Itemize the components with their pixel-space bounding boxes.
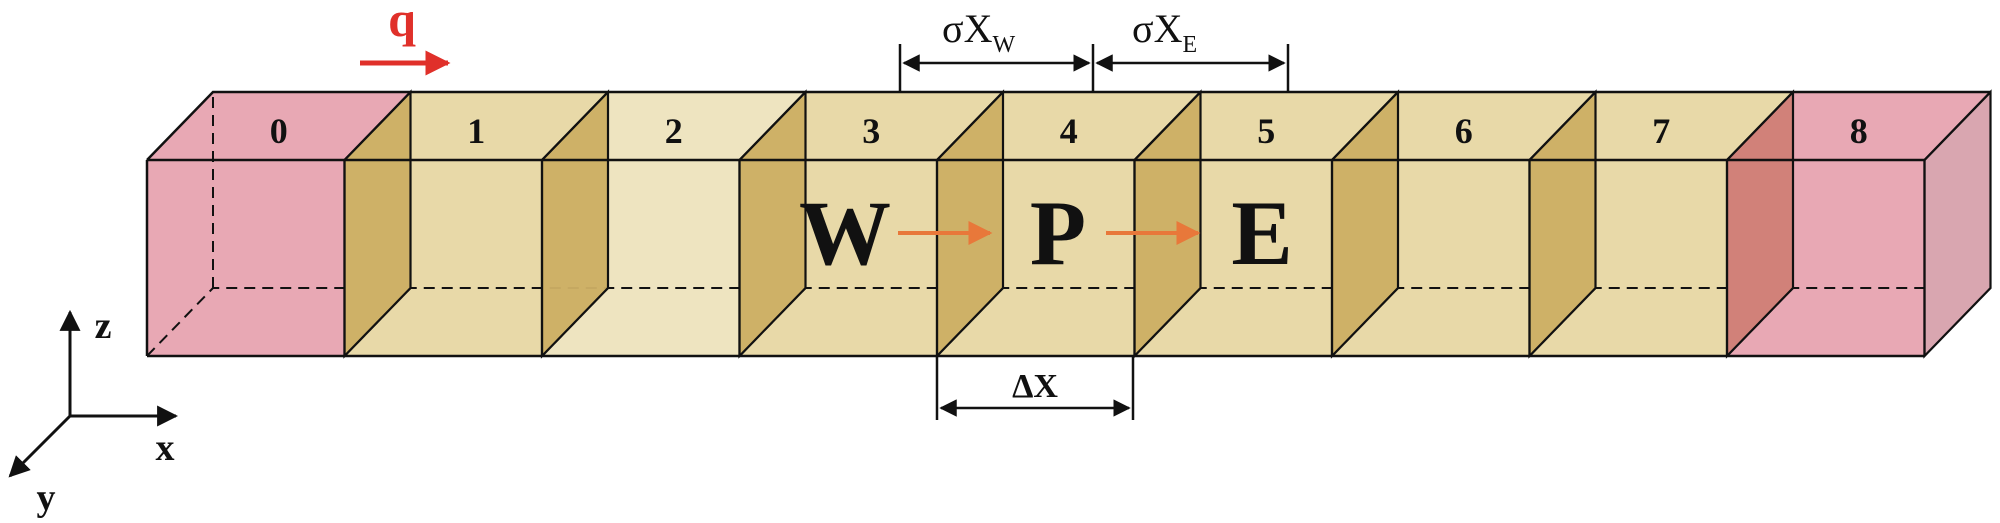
- outer-edges: [145, 90, 1991, 358]
- node-west-label: W: [799, 182, 891, 284]
- cell-6-number: 6: [1455, 111, 1473, 151]
- top-edge-7: [1528, 91, 1597, 161]
- top-edge-2: [541, 91, 609, 161]
- bottom-dimension-group: ΔX: [935, 356, 1135, 420]
- y-axis-label: y: [37, 477, 56, 519]
- cell-8-number: 8: [1850, 111, 1868, 151]
- top-edge-9: [1923, 91, 1992, 161]
- top-edge-8: [1726, 91, 1794, 161]
- cell-7-number: 7: [1652, 111, 1670, 151]
- sigma-west-label: σXW: [942, 6, 1015, 58]
- cell-2-number: 2: [665, 111, 683, 151]
- top-edge-5: [1133, 91, 1202, 161]
- node-center-label: P: [1030, 182, 1086, 284]
- x-axis-label: x: [156, 427, 175, 469]
- top-dimension-group: σXW σXE: [898, 6, 1290, 92]
- y-axis: [8, 414, 72, 478]
- cell-4-number: 4: [1060, 111, 1078, 151]
- node-east-label: E: [1231, 182, 1292, 284]
- cell-1-number: 1: [467, 111, 485, 151]
- cells-layer: 0 1 2 3 4 5 6 7 8: [145, 89, 1992, 359]
- coordinate-axes: z x y: [8, 305, 179, 519]
- top-edge-6: [1331, 91, 1399, 161]
- cell-5-number: 5: [1257, 111, 1275, 151]
- top-edge-4: [936, 91, 1004, 161]
- z-axis-label: z: [95, 305, 112, 347]
- flow-label: q: [388, 0, 416, 47]
- sigma-east-label: σXE: [1132, 6, 1197, 58]
- top-edge-3: [738, 91, 807, 161]
- cell-3-number: 3: [862, 111, 880, 151]
- top-edge-1: [343, 91, 412, 161]
- cell-0-number: 0: [270, 111, 288, 151]
- delta-x-label: ΔX: [1012, 368, 1058, 405]
